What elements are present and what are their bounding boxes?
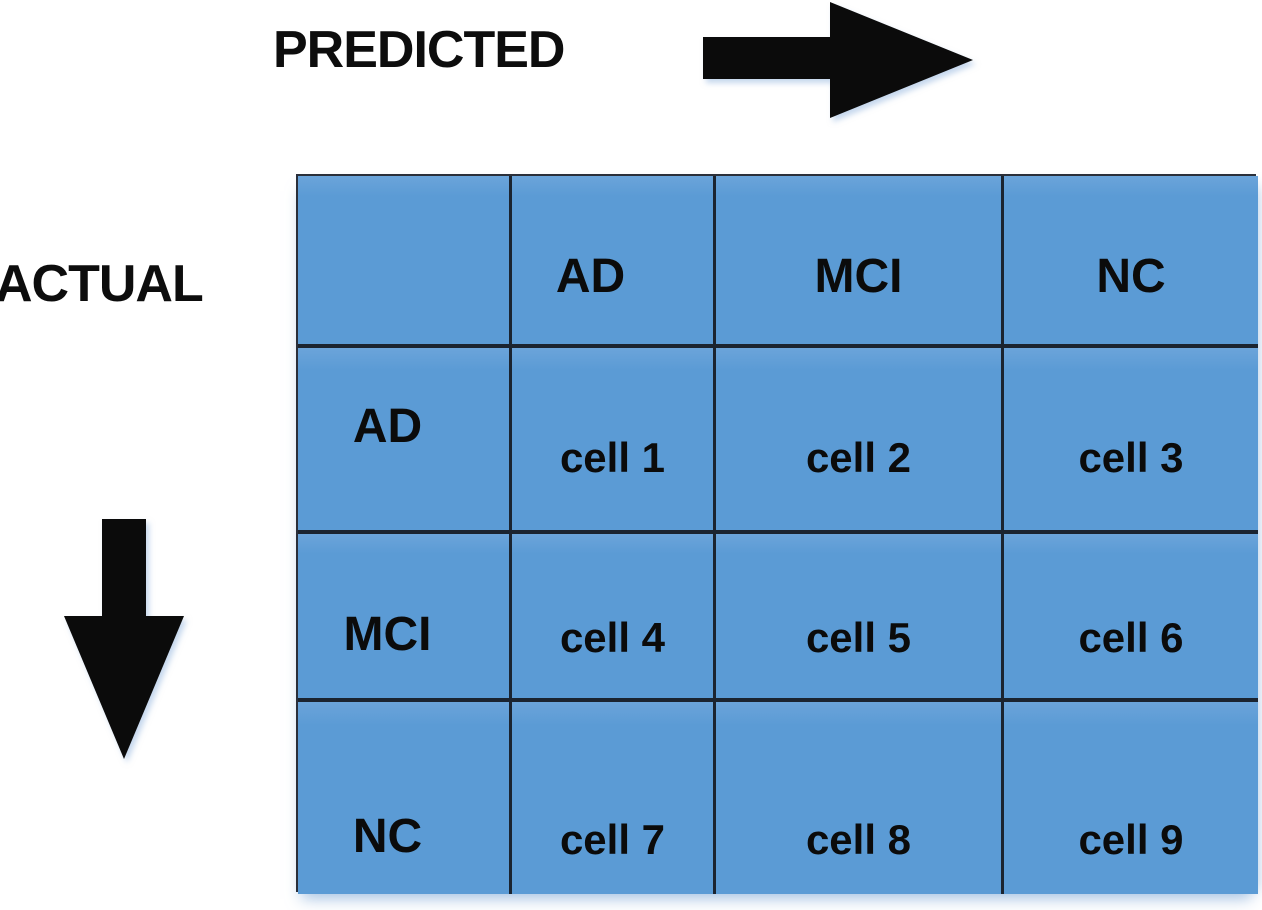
matrix-cell-3: cell 3	[1004, 348, 1258, 534]
matrix-cell-4: cell 4	[512, 534, 716, 702]
matrix-cell-8: cell 8	[716, 702, 1004, 894]
cell-value: cell 4	[559, 614, 666, 661]
matrix-cell-1: cell 1	[512, 348, 716, 534]
cell-value: cell 7	[559, 816, 666, 863]
col-header-label: NC	[1096, 250, 1166, 303]
right-arrow-icon	[703, 2, 973, 118]
matrix-cell-7: cell 7	[512, 702, 716, 894]
down-arrow-icon	[64, 519, 184, 759]
matrix-col-header-nc: NC	[1004, 176, 1258, 348]
matrix-cell-6: cell 6	[1004, 534, 1258, 702]
matrix-corner-cell	[298, 176, 512, 348]
cell-value: cell 5	[805, 614, 912, 661]
col-header-label: MCI	[814, 250, 903, 303]
row-header-label: NC	[352, 810, 423, 863]
matrix-cell-5: cell 5	[716, 534, 1004, 702]
matrix-col-header-ad: AD	[512, 176, 716, 348]
matrix-col-header-mci: MCI	[716, 176, 1004, 348]
matrix-row-header-mci: MCI	[298, 534, 512, 702]
col-header-label: AD	[555, 250, 626, 303]
row-header-label: MCI	[343, 608, 432, 661]
cell-value: cell 3	[1078, 434, 1184, 481]
cell-value: cell 1	[559, 434, 666, 481]
matrix-cell-9: cell 9	[1004, 702, 1258, 894]
actual-axis-label: ACTUAL	[0, 255, 204, 313]
cell-value: cell 8	[805, 816, 912, 863]
matrix-row-header-nc: NC	[298, 702, 512, 894]
row-header-label: AD	[352, 400, 423, 453]
cell-value: cell 9	[1078, 816, 1184, 863]
cell-value: cell 2	[805, 434, 912, 481]
confusion-matrix-table: AD MCI NC AD cell 1 cell 2 cell 3 MCI ce…	[296, 174, 1258, 894]
predicted-axis-label: PREDICTED	[273, 21, 565, 79]
matrix-cell-2: cell 2	[716, 348, 1004, 534]
matrix-row-header-ad: AD	[298, 348, 512, 534]
cell-value: cell 6	[1078, 614, 1184, 661]
